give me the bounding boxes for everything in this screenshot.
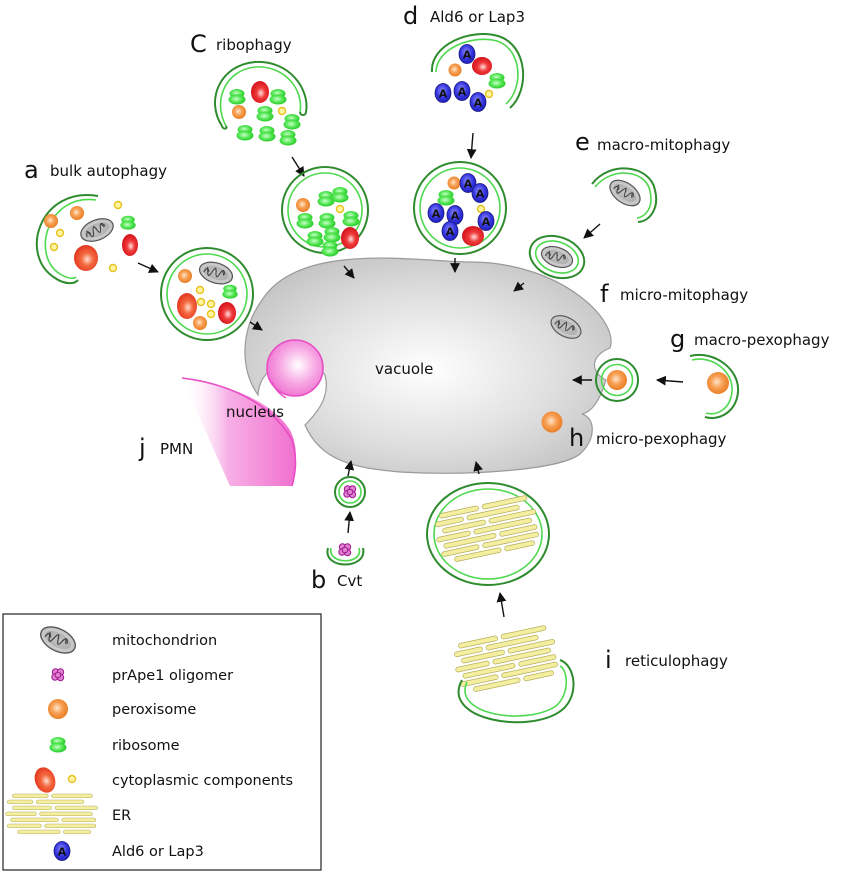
- cargo: [44, 200, 138, 273]
- pathway-b-cvt: b Cvt: [311, 460, 366, 594]
- svg-text:A: A: [446, 226, 455, 239]
- pathway-label: bulk autophagy: [50, 162, 167, 180]
- cargo: [177, 257, 238, 330]
- legend-label: peroxisome: [112, 702, 196, 718]
- svg-text:A: A: [463, 49, 472, 62]
- er-icon: [450, 623, 562, 696]
- svg-text:A: A: [439, 88, 448, 101]
- pathway-label: reticulophagy: [625, 652, 728, 670]
- pathway-label: Cvt: [337, 572, 362, 590]
- pathway-g-macro-pexophagy: g macro-pexophagy: [572, 325, 830, 419]
- cargo: A A A A A A: [427, 173, 495, 246]
- svg-text:A: A: [458, 86, 467, 99]
- legend-label: ER: [112, 808, 131, 824]
- legend-label: cytoplasmic components: [112, 773, 293, 789]
- nucleus-bleb: [266, 339, 324, 397]
- svg-text:A: A: [451, 210, 460, 223]
- pathway-label: PMN: [160, 440, 193, 458]
- pathway-letter: f: [600, 280, 609, 308]
- pathway-label: micro-pexophagy: [596, 430, 727, 448]
- pathway-letter: h: [569, 424, 584, 452]
- pathway-label: macro-mitophagy: [597, 136, 730, 154]
- er-icon: [431, 493, 543, 566]
- ribosome-icon: [49, 737, 67, 753]
- svg-text:A: A: [474, 97, 483, 110]
- pathway-label: Ald6 or Lap3: [430, 8, 525, 26]
- legend: mitochondrion prApe1 oligomer peroxisome…: [2, 613, 322, 871]
- cytoplasmic-components-icon: [34, 767, 77, 793]
- pathway-e-macro-mitophagy: e macro-mitophagy: [575, 128, 730, 239]
- legend-item-prape1-oligomer: prApe1 oligomer: [51, 668, 233, 684]
- legend-item-ald6-lap3: A Ald6 or Lap3: [53, 841, 204, 861]
- vacuole-label: vacuole: [375, 360, 433, 378]
- prape1-oligomer-icon: [338, 543, 352, 557]
- pathway-h-micro-pexophagy: h micro-pexophagy: [541, 411, 727, 452]
- legend-item-cytoplasmic-components: cytoplasmic components: [34, 767, 293, 793]
- svg-text:A: A: [432, 208, 441, 221]
- pathway-label: ribophagy: [216, 36, 292, 54]
- svg-text:A: A: [464, 178, 473, 191]
- prape1-oligomer-icon: [343, 485, 357, 499]
- legend-item-peroxisome: peroxisome: [48, 699, 196, 719]
- legend-label: mitochondrion: [112, 633, 217, 649]
- pathway-letter: d: [403, 2, 418, 30]
- ald6-lap3-icon: A A A A A A: [427, 173, 495, 241]
- pathway-letter: C: [190, 30, 207, 58]
- pathway-letter: a: [24, 156, 39, 184]
- peroxisome-icon: [48, 699, 68, 719]
- cargo: A A A A: [434, 44, 506, 112]
- peroxisome-icon: [707, 372, 729, 394]
- pathway-f-micro-mitophagy: f micro-mitophagy: [513, 234, 748, 308]
- pathway-label: micro-mitophagy: [620, 286, 748, 304]
- pathway-label: macro-pexophagy: [694, 331, 830, 349]
- svg-text:A: A: [482, 216, 491, 229]
- svg-text:A: A: [476, 188, 485, 201]
- pathway-letter: i: [605, 646, 612, 674]
- pathway-i-reticulophagy: i reticulophagy: [426, 461, 728, 724]
- pathway-a-bulk-autophagy: a bulk autophagy: [24, 156, 263, 341]
- pathway-letter: e: [575, 128, 590, 156]
- pathway-letter: b: [311, 566, 326, 594]
- legend-item-mitochondrion: mitochondrion: [35, 620, 217, 660]
- pathway-letter: j: [138, 434, 146, 462]
- ald6-lap3-icon: A: [53, 841, 71, 861]
- nucleus: nucleus: [181, 339, 324, 487]
- pathway-letter: g: [670, 325, 685, 353]
- legend-item-er: ER: [5, 793, 131, 835]
- legend-label: Ald6 or Lap3: [112, 844, 204, 860]
- nucleus-label: nucleus: [226, 403, 284, 421]
- legend-item-ribosome: ribosome: [49, 737, 180, 754]
- pathway-d-ald6-lap3: d Ald6 or Lap3 A A A A A A: [403, 2, 525, 273]
- cargo: [228, 81, 301, 146]
- legend-label: prApe1 oligomer: [112, 668, 233, 684]
- svg-text:A: A: [58, 846, 67, 859]
- peroxisome-icon: [607, 370, 627, 390]
- prape1-oligomer-icon: [51, 668, 65, 682]
- ald6-lap3-icon: A A A A: [434, 44, 487, 112]
- pathway-c-ribophagy: C ribophagy: [190, 30, 369, 279]
- cargo: [296, 187, 360, 257]
- pathway-j-pmn: j PMN: [138, 434, 193, 462]
- mitochondrion-icon: [604, 174, 646, 212]
- legend-label: ribosome: [112, 738, 180, 754]
- nucleus-outer-lobe: [182, 378, 296, 486]
- peroxisome-icon: [541, 411, 563, 433]
